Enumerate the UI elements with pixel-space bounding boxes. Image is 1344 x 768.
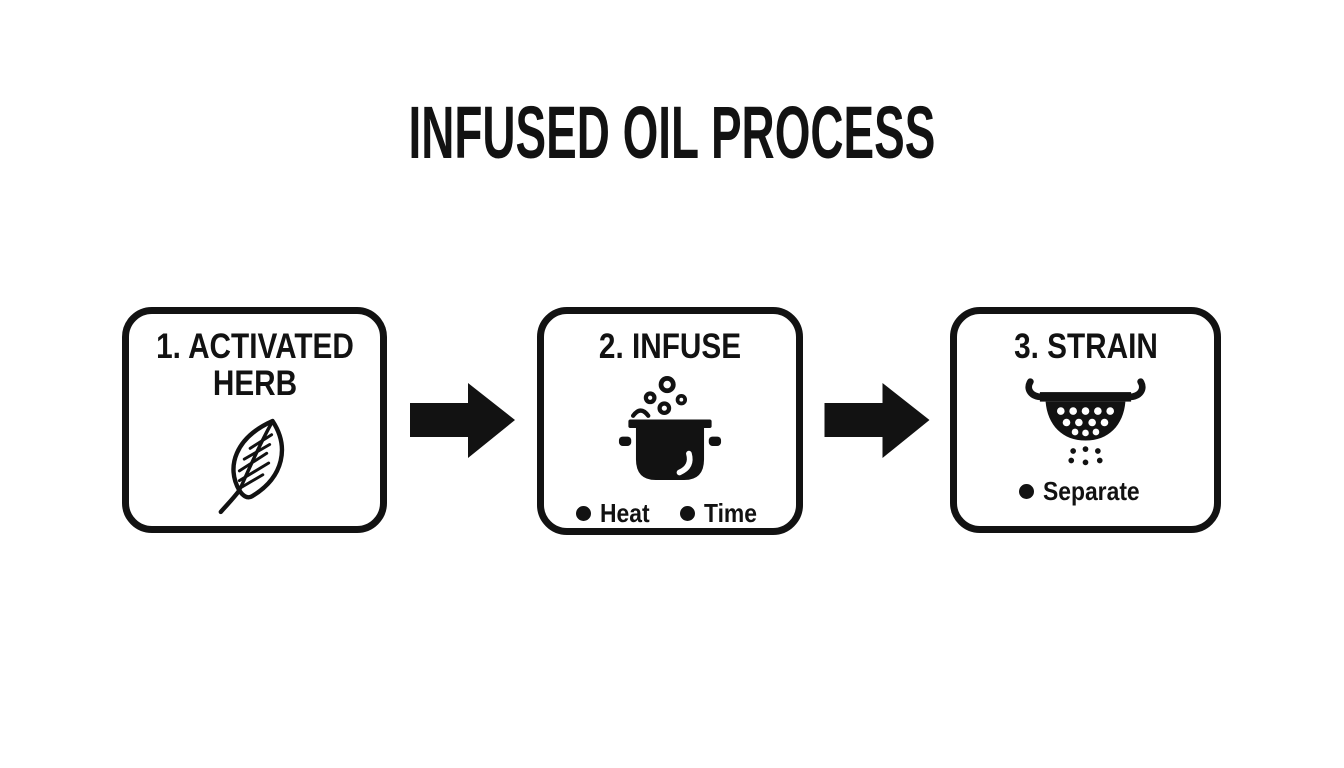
step-box-strain: 3. STRAIN [950,307,1221,533]
colander-icon [1019,373,1152,472]
bullet-dot-icon [575,505,591,521]
right-arrow-icon [824,383,930,458]
bullet-row: Heat Time [575,498,765,528]
bullet-item-separate: Separate [1018,476,1153,506]
page-title-text: INFUSED OIL PROCESS [408,91,936,174]
step-box-activated-herb: 1. ACTIVATED HERB [122,307,387,533]
step-label: 2. INFUSE [598,327,742,366]
bullet-row: Separate [1018,476,1153,506]
bullet-dot-icon [680,505,696,521]
bullet-item-time: Time [680,500,764,526]
bullet-label: Heat [599,498,650,528]
page-title: INFUSED OIL PROCESS [0,96,1344,170]
bullet-label: Separate [1042,476,1140,506]
bullet-label: Time [704,498,758,528]
right-arrow-icon [410,383,515,458]
bullet-dot-icon [1018,483,1034,499]
bullet-item-heat: Heat [575,498,656,528]
step-label: 1. ACTIVATED HERB [155,327,354,403]
step-label: 3. STRAIN [1013,327,1158,366]
leaf-icon [212,414,298,516]
cooking-pot-icon [618,373,722,485]
step-box-infuse: 2. INFUSE Heat Time [537,307,803,535]
